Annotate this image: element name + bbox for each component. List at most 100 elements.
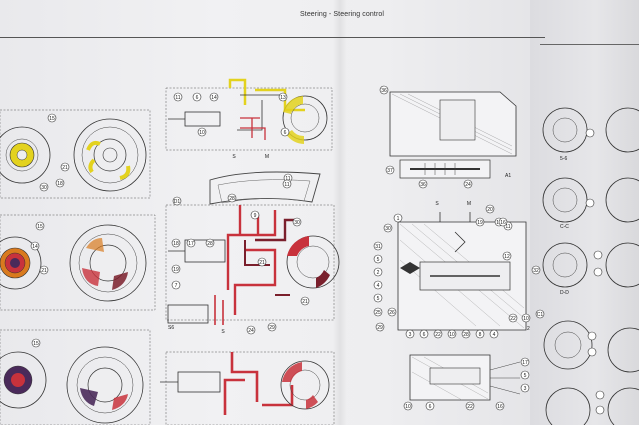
svg-text:22: 22 xyxy=(510,316,516,322)
svg-text:10: 10 xyxy=(405,404,411,410)
svg-text:4: 4 xyxy=(377,283,380,289)
svg-text:11: 11 xyxy=(505,224,510,230)
svg-text:36: 36 xyxy=(420,182,426,188)
svg-text:14: 14 xyxy=(32,244,38,250)
svg-text:1: 1 xyxy=(397,216,400,222)
svg-text:19: 19 xyxy=(477,220,483,226)
callout-group-right-bottom: 17 5 3 10 6 22 16 xyxy=(403,357,530,411)
svg-text:15: 15 xyxy=(33,341,39,347)
callout-group-center-top: 11 6 14 13 6 10 S M xyxy=(173,92,290,160)
svg-text:15: 15 xyxy=(37,224,43,230)
svg-text:17: 17 xyxy=(188,241,194,247)
svg-text:S6: S6 xyxy=(168,325,174,331)
svg-text:21: 21 xyxy=(302,299,308,305)
svg-text:6: 6 xyxy=(423,332,426,338)
svg-text:5: 5 xyxy=(377,296,380,302)
valve-section-bottom xyxy=(409,354,521,401)
svg-text:M: M xyxy=(467,201,471,207)
svg-text:6: 6 xyxy=(196,95,199,101)
valve-section-top xyxy=(389,91,517,179)
page-title: Steering - Steering control xyxy=(300,11,385,18)
svg-text:M: M xyxy=(265,154,269,160)
header-rule-right xyxy=(540,44,639,45)
svg-text:9: 9 xyxy=(254,213,257,219)
svg-text:2: 2 xyxy=(527,326,530,332)
svg-text:14: 14 xyxy=(211,95,217,101)
svg-text:D1: D1 xyxy=(174,199,181,205)
svg-text:11: 11 xyxy=(284,182,289,188)
svg-text:5: 5 xyxy=(377,257,380,263)
svg-text:31: 31 xyxy=(375,244,381,250)
svg-text:16: 16 xyxy=(500,220,506,226)
svg-text:21: 21 xyxy=(259,260,265,266)
svg-text:29: 29 xyxy=(269,325,275,331)
svg-text:10: 10 xyxy=(199,130,205,136)
svg-text:2: 2 xyxy=(377,270,380,276)
svg-text:30: 30 xyxy=(294,220,300,226)
callout-group-right-mid: 1 S M 20 14 31 5 2 4 30 11 32 5 25 26 29… xyxy=(373,201,545,339)
svg-text:5: 5 xyxy=(524,373,527,379)
rotor-section-top-left xyxy=(0,109,151,199)
svg-text:22: 22 xyxy=(435,332,441,338)
svg-text:21: 21 xyxy=(62,165,68,171)
svg-text:30: 30 xyxy=(41,185,47,191)
svg-text:15: 15 xyxy=(49,116,55,122)
svg-text:24: 24 xyxy=(465,182,471,188)
callout-group-center-mid: D1 11 28 9 30 18 17 28 21 19 21 7 24 29 … xyxy=(168,173,310,335)
svg-text:6: 6 xyxy=(284,130,287,136)
page-fold xyxy=(333,0,347,425)
callout-group-right-top: 36 37 36 24 A1 xyxy=(379,85,511,189)
svg-text:13: 13 xyxy=(280,95,286,101)
rotor-section-bottom-left xyxy=(0,329,151,425)
svg-text:18: 18 xyxy=(57,181,63,187)
schematic-bottom-center xyxy=(160,351,335,425)
svg-text:25: 25 xyxy=(375,310,381,316)
svg-text:30: 30 xyxy=(385,226,391,232)
schematic-top-center xyxy=(165,78,333,151)
svg-text:28: 28 xyxy=(229,196,235,202)
svg-text:8: 8 xyxy=(479,332,482,338)
svg-text:5-6: 5-6 xyxy=(560,156,567,162)
svg-text:7: 7 xyxy=(175,283,178,289)
svg-text:10: 10 xyxy=(523,316,529,322)
svg-text:36: 36 xyxy=(381,88,387,94)
svg-text:24: 24 xyxy=(248,328,254,334)
svg-text:17: 17 xyxy=(522,360,528,366)
svg-text:16: 16 xyxy=(497,404,503,410)
yellow-rotor-left xyxy=(9,142,35,168)
svg-text:3: 3 xyxy=(524,386,527,392)
svg-text:11: 11 xyxy=(175,95,180,101)
svg-text:20: 20 xyxy=(487,207,493,213)
svg-text:D-D: D-D xyxy=(560,290,569,296)
svg-text:37: 37 xyxy=(387,168,393,174)
svg-text:C-C: C-C xyxy=(560,224,569,230)
svg-text:28: 28 xyxy=(463,332,469,338)
svg-text:C1: C1 xyxy=(537,312,544,318)
callout-group-left-top: 15 21 18 30 xyxy=(39,113,70,192)
svg-text:32: 32 xyxy=(533,268,539,274)
svg-text:18: 18 xyxy=(173,241,179,247)
svg-text:29: 29 xyxy=(377,325,383,331)
svg-text:19: 19 xyxy=(173,267,179,273)
manual-page-right xyxy=(530,0,639,425)
callout-group-left-bottom: 15 xyxy=(31,338,41,348)
svg-text:22: 22 xyxy=(467,404,473,410)
svg-text:6: 6 xyxy=(429,404,432,410)
svg-text:4: 4 xyxy=(493,332,496,338)
schematic-mid-center xyxy=(165,204,340,325)
svg-text:3: 3 xyxy=(409,332,412,338)
svg-text:10: 10 xyxy=(449,332,455,338)
svg-text:12: 12 xyxy=(504,254,510,260)
svg-text:A1: A1 xyxy=(505,173,511,179)
multicolor-rotor-left xyxy=(0,247,31,279)
callout-group-left-mid: 15 14 21 xyxy=(30,221,49,275)
ring-sections-far-right xyxy=(542,107,639,425)
section-labels-far-right: 5-6 C-C D-D xyxy=(560,156,569,296)
manual-page-left xyxy=(0,0,545,425)
svg-text:11: 11 xyxy=(285,176,290,182)
valve-section-mid xyxy=(397,212,527,331)
svg-text:S: S xyxy=(435,201,439,207)
svg-text:26: 26 xyxy=(389,310,395,316)
